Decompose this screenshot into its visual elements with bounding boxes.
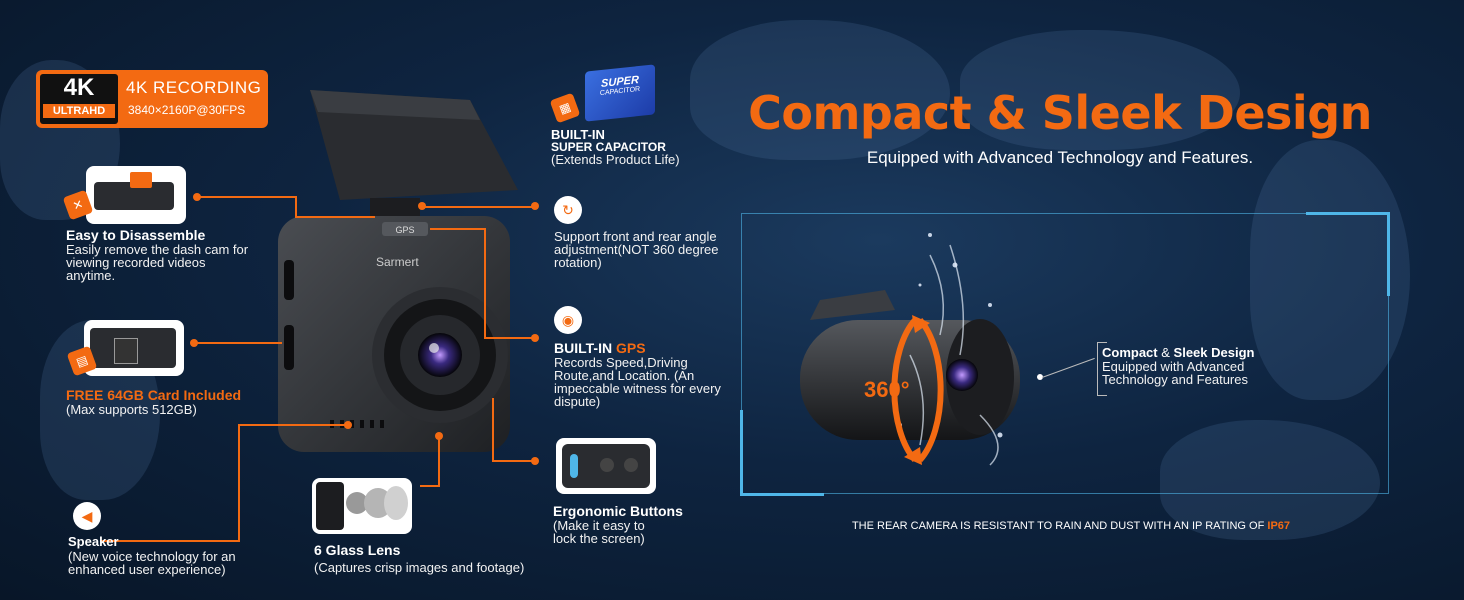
disassemble-desc: Easily remove the dash cam for viewing r…	[66, 242, 249, 283]
card-desc: (Max supports 512GB)	[66, 402, 197, 417]
lens-title: 6 Glass Lens	[314, 542, 401, 558]
connector-dot	[531, 202, 539, 210]
capacitor-title2: SUPER CAPACITOR	[551, 140, 666, 154]
hero-title: Compact & Sleek Design	[748, 86, 1372, 140]
callout-title-b: Sleek Design	[1173, 345, 1255, 360]
badge-4k-logo: 4K ULTRAHD	[40, 74, 118, 124]
callout-desc: Equipped with Advanced Technology and Fe…	[1102, 359, 1248, 387]
gps-icon: ◉	[554, 306, 582, 334]
connector-line	[295, 196, 297, 218]
rear-camera-image	[800, 233, 1020, 466]
disassemble-title: Easy to Disassemble	[66, 227, 206, 243]
rotation-label: 360°	[864, 377, 910, 402]
connector-line	[238, 424, 348, 426]
capacitor-desc: (Extends Product Life)	[551, 152, 680, 167]
disassemble-thumbnail	[86, 166, 186, 224]
capacitor-icon: ▦	[549, 92, 581, 124]
sd-card-thumbnail	[84, 320, 184, 376]
connector-dot	[193, 193, 201, 201]
callout-bracket	[1097, 342, 1107, 396]
connector-dot	[190, 339, 198, 347]
connector-line	[200, 196, 296, 198]
footer-text: THE REAR CAMERA IS RESISTANT TO RAIN AND…	[851, 520, 1265, 532]
callout-title-a: Compact	[1102, 345, 1158, 360]
connector-line	[238, 424, 240, 542]
connector-dot	[344, 421, 352, 429]
connector-line	[430, 228, 485, 230]
connector-dot	[531, 334, 539, 342]
connector-dot	[531, 457, 539, 465]
connector-line	[438, 436, 440, 486]
badge-4k-title: 4K RECORDING	[126, 78, 262, 97]
frame-corner	[740, 410, 743, 496]
connector-line	[420, 485, 440, 487]
speaker-icon: ◀	[73, 502, 101, 530]
badge-4k-big: 4K	[63, 74, 95, 101]
hero-subtitle: Equipped with Advanced Technology and Fe…	[866, 148, 1254, 167]
speaker-desc: (New voice technology for an enhanced us…	[68, 549, 236, 577]
connector-line	[100, 540, 240, 542]
gps-title-highlight: GPS	[615, 340, 646, 356]
card-title: FREE 64GB Card Included	[66, 387, 242, 403]
connector-line	[492, 398, 494, 462]
gps-title: BUILT-IN GPS	[554, 340, 729, 356]
buttons-thumbnail	[556, 438, 656, 494]
map-continent	[690, 20, 950, 160]
buttons-title: Ergonomic Buttons	[553, 503, 683, 519]
lens-desc: (Captures crisp images and footage)	[314, 560, 525, 575]
speaker-title: Speaker	[68, 534, 119, 549]
badge-4k-resolution: 3840×2160P@30FPS	[128, 103, 246, 117]
map-continent	[1160, 420, 1380, 540]
brand-label: Sarmert	[376, 255, 419, 269]
lens-thumbnail	[312, 478, 412, 534]
callout-title-amp: &	[1161, 345, 1170, 360]
connector-line	[425, 206, 535, 208]
connector-line	[484, 337, 534, 339]
buttons-desc: (Make it easy to lock the screen)	[553, 518, 645, 546]
rear-cam-footer: THE REAR CAMERA IS RESISTANT TO RAIN AND…	[741, 520, 1401, 532]
frame-corner	[1387, 212, 1390, 296]
callout-title: Compact & Sleek Design	[1102, 345, 1302, 360]
map-continent	[960, 30, 1240, 150]
map-continent	[1250, 140, 1410, 400]
angle-desc: Support front and rear angle adjustment(…	[554, 229, 719, 270]
connector-line	[197, 342, 282, 344]
badge-4k-small: ULTRAHD	[43, 104, 115, 118]
connector-dot	[418, 202, 426, 210]
badge-4k: 4K ULTRAHD 4K RECORDING 3840×2160P@30FPS	[36, 70, 268, 128]
connector-line	[492, 460, 534, 462]
footer-rating: IP67	[1267, 520, 1291, 532]
frame-corner	[740, 493, 824, 496]
frame-corner	[1306, 212, 1390, 215]
gps-tag: GPS	[395, 225, 414, 235]
gps-desc: Records Speed,Driving Route,and Location…	[554, 355, 721, 409]
gps-title-prefix: BUILT-IN	[554, 340, 613, 356]
dashcam-image: GPS Sarmert	[278, 90, 518, 452]
connector-line	[295, 216, 375, 218]
callout-dot	[1037, 374, 1043, 380]
capacitor-title: BUILT-IN	[551, 127, 605, 142]
rear-cam-frame	[741, 213, 1389, 494]
connector-line	[484, 228, 486, 338]
angle-adjust-icon: ↻	[554, 196, 582, 224]
super-capacitor-chip: SUPER CAPACITOR	[585, 64, 655, 122]
